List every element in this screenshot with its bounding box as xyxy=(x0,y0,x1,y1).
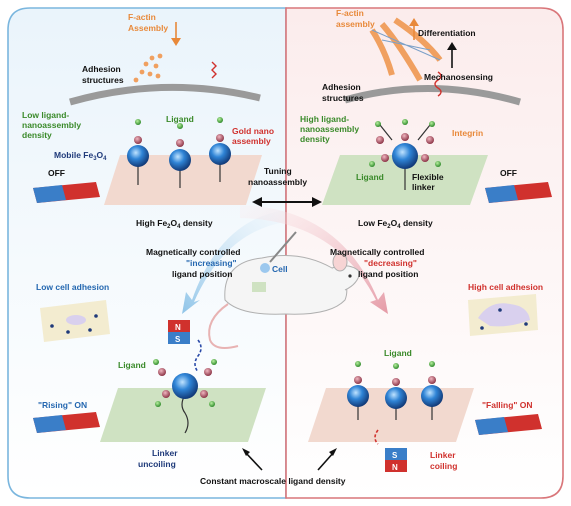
cell-thumbnail-low xyxy=(40,300,110,342)
mobile-fe-label: Mobile Fe3O4 xyxy=(54,150,107,162)
magnet-n-label-right: N xyxy=(392,463,398,472)
off-label-right: OFF xyxy=(500,168,517,178)
cell-label: Cell xyxy=(272,264,288,274)
high-adhesion-label: High cell adhesion xyxy=(468,282,543,292)
magnet-off-left xyxy=(33,182,100,203)
rising-label: "Rising" ON xyxy=(38,400,87,410)
density-label-left: High Fe2O4 density xyxy=(136,218,213,230)
nanoparticle-bottom-left xyxy=(153,359,217,434)
constant-density-label: Constant macroscale ligand density xyxy=(200,476,346,486)
low-adhesion-label: Low cell adhesion xyxy=(36,282,109,292)
mag-right-line3: ligand position xyxy=(358,269,418,279)
ligand-label-top-left: Ligand xyxy=(166,114,194,124)
cell-membrane-right xyxy=(344,85,521,106)
ligand-label-bottom-left: Ligand xyxy=(118,360,146,370)
density-label-right: Low Fe2O4 density xyxy=(358,218,433,230)
cell-membrane-left xyxy=(69,83,261,106)
arrow-decreasing xyxy=(240,205,388,314)
magnet-on-left xyxy=(33,412,100,433)
mouse-illustration xyxy=(208,231,361,349)
integrin-label: Integrin xyxy=(452,128,483,138)
mag-right-line2: "decreasing" xyxy=(364,258,417,268)
right-panel xyxy=(285,7,564,499)
differentiation-label: Differentiation xyxy=(418,28,476,38)
magnet-on-right xyxy=(475,414,542,435)
integrin-squiggle-left xyxy=(211,61,217,79)
mag-left-line2: "increasing" xyxy=(186,258,237,268)
falling-label: "Falling" ON xyxy=(482,400,533,410)
nanoparticles-bottom-right xyxy=(347,361,443,420)
cell-thumbnail-high xyxy=(468,294,538,336)
nanoparticle-group-top-left xyxy=(127,117,231,188)
tuning-double-arrow xyxy=(252,197,322,207)
mag-left-line3: ligand position xyxy=(172,269,232,279)
ligand-label-top-right: Ligand xyxy=(356,172,384,182)
arrow-constant-left xyxy=(242,448,263,471)
f-actin-left xyxy=(133,53,163,83)
arrow-differentiation xyxy=(447,42,457,68)
mag-right-line1: Magnetically controlled xyxy=(330,247,424,257)
mag-left-line1: Magnetically controlled xyxy=(146,247,240,257)
arrow-fatin-right xyxy=(409,18,419,40)
integrin-squiggle-right xyxy=(434,71,442,97)
arrow-constant-right xyxy=(317,448,337,471)
left-panel xyxy=(7,7,287,499)
nanoparticle-cluster-top-right xyxy=(369,119,441,190)
magnet-n-label-left: N xyxy=(175,323,181,332)
arrow-fatin-left xyxy=(171,22,181,46)
f-actin-right xyxy=(369,17,443,82)
mechanosensing-label: Mechanosensing xyxy=(424,72,493,82)
off-label-left: OFF xyxy=(48,168,65,178)
magnet-bottom-right xyxy=(374,429,407,472)
magnet-off-right xyxy=(485,182,552,203)
substrate-bottom-left xyxy=(100,388,266,442)
substrate-top-left xyxy=(104,155,262,205)
magnet-s-label-right: S xyxy=(392,451,398,460)
magnet-s-label-left: S xyxy=(175,335,181,344)
magnet-bottom-left xyxy=(168,320,202,373)
ligand-label-bottom-right: Ligand xyxy=(384,348,412,358)
